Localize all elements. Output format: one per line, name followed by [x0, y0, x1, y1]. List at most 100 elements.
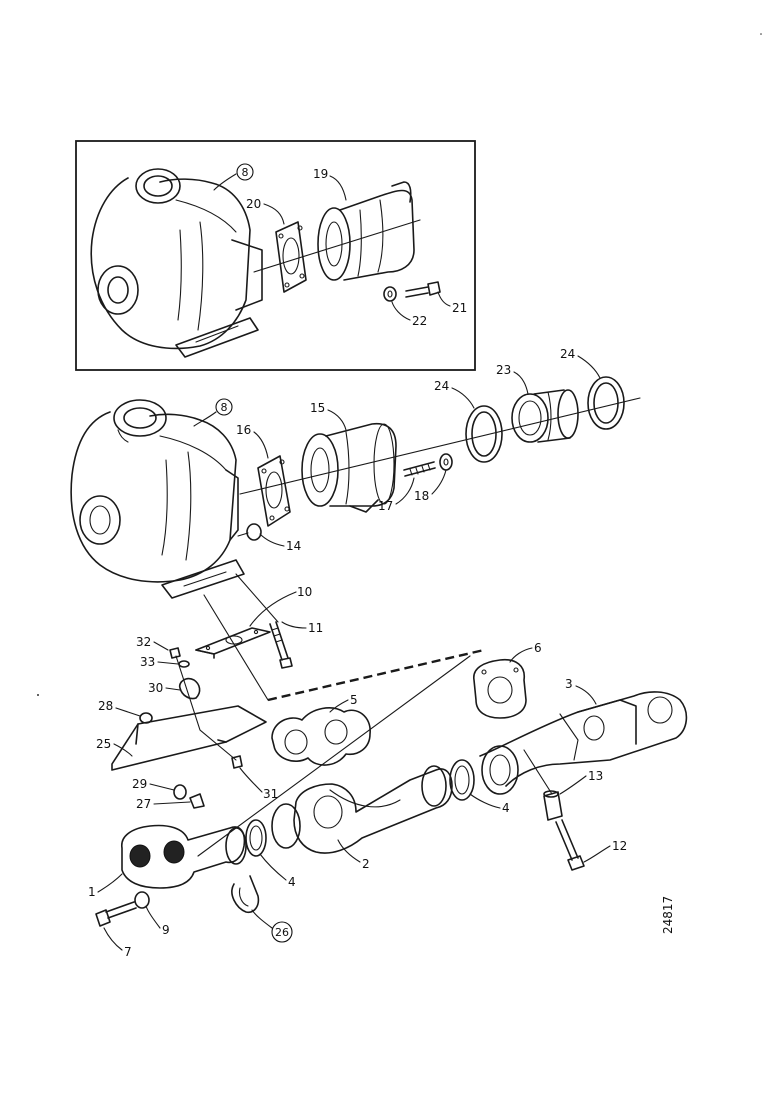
- callout-4-right: 4: [469, 793, 510, 815]
- callout-16: 16: [236, 423, 269, 459]
- callout-13: 13: [559, 769, 603, 795]
- svg-text:21: 21: [452, 301, 467, 315]
- svg-text:9: 9: [162, 923, 170, 937]
- gasket-6: [473, 658, 527, 719]
- svg-text:4: 4: [288, 875, 296, 889]
- callout-26: 26: [251, 909, 293, 943]
- sleeve-13: [543, 790, 563, 821]
- svg-text:16: 16: [236, 423, 251, 437]
- callout-23: 23: [496, 363, 529, 395]
- gasket-10: [195, 627, 271, 659]
- svg-text:22: 22: [412, 314, 427, 328]
- svg-text:30: 30: [148, 681, 163, 695]
- svg-text:14: 14: [286, 539, 301, 553]
- svg-text:17: 17: [378, 499, 393, 513]
- callout-25: 25: [96, 737, 133, 757]
- inset-washer-bolt: [383, 281, 441, 302]
- svg-text:5: 5: [350, 693, 358, 707]
- callout-8-main: 8: [193, 398, 233, 427]
- callout-15: 15: [310, 401, 347, 431]
- svg-text:31: 31: [263, 787, 278, 801]
- ring-4-right: [449, 759, 475, 801]
- callout-5: 5: [329, 693, 358, 713]
- turbocharger: [70, 399, 245, 599]
- callout-layer: 8 19 20 21 22 8 16 15: [88, 163, 627, 959]
- callout-29: 29: [132, 777, 175, 791]
- bolt-12: [523, 749, 585, 871]
- callout-28: 28: [98, 699, 141, 717]
- manifold-1: [121, 824, 247, 889]
- callout-20: 20: [246, 197, 285, 225]
- svg-text:11: 11: [308, 621, 323, 635]
- heat-shield-25: [111, 705, 267, 771]
- inset-frame: [75, 140, 476, 371]
- manifold-3: [479, 691, 688, 795]
- svg-text:2: 2: [362, 857, 370, 871]
- flange-axis: [203, 594, 269, 701]
- callout-7: 7: [103, 927, 132, 959]
- inset-turbocharger: [90, 168, 263, 358]
- bolt-7-washer-9: [95, 891, 150, 927]
- svg-text:32: 32: [136, 635, 151, 649]
- svg-text:4: 4: [502, 801, 510, 815]
- svg-text:25: 25: [96, 737, 111, 751]
- flange-axis-2: [235, 573, 279, 623]
- ring-24-left: [465, 405, 503, 463]
- ring-4-left: [245, 803, 301, 857]
- svg-text:20: 20: [246, 197, 261, 211]
- svg-text:8: 8: [221, 401, 228, 414]
- scan-speck: [37, 694, 39, 696]
- svg-text:8: 8: [242, 166, 249, 179]
- callout-1: 1: [88, 873, 123, 899]
- svg-text:10: 10: [297, 585, 312, 599]
- callout-11: 11: [281, 621, 323, 635]
- inset-elbow-19: [317, 181, 415, 281]
- svg-text:24: 24: [434, 379, 449, 393]
- callout-22: 22: [391, 301, 427, 328]
- small-fasteners: [139, 647, 243, 809]
- callout-3: 3: [565, 677, 597, 705]
- svg-text:19: 19: [313, 167, 328, 181]
- callout-21: 21: [437, 291, 467, 315]
- gasket-16: [257, 455, 291, 527]
- inset-gasket-20: [275, 221, 307, 293]
- lower-axis: [197, 655, 471, 857]
- plug-14: [237, 523, 262, 541]
- svg-text:6: 6: [534, 641, 542, 655]
- callout-24-left: 24: [434, 379, 475, 409]
- dashed-reference-line: [267, 648, 485, 702]
- callout-2: 2: [337, 839, 370, 871]
- clamp-26: [231, 875, 260, 914]
- callout-30: 30: [148, 681, 181, 695]
- callout-32: 32: [136, 635, 169, 651]
- svg-text:26: 26: [275, 926, 289, 939]
- callout-4-left: 4: [259, 853, 296, 889]
- inset-axis: [253, 219, 421, 273]
- callout-27: 27: [136, 797, 191, 811]
- callout-10: 10: [249, 585, 312, 627]
- svg-text:27: 27: [136, 797, 151, 811]
- sleeve-23: [511, 389, 579, 443]
- figure-code: 24817: [661, 896, 675, 934]
- callout-19: 19: [313, 167, 347, 201]
- callout-18: 18: [414, 469, 447, 503]
- bolt-11: [269, 621, 293, 669]
- svg-text:3: 3: [565, 677, 573, 691]
- callout-12: 12: [583, 839, 627, 863]
- callout-14: 14: [259, 533, 301, 553]
- svg-text:29: 29: [132, 777, 147, 791]
- svg-text:1: 1: [88, 885, 96, 899]
- svg-text:24817: 24817: [661, 896, 675, 934]
- callout-24-right: 24: [560, 347, 601, 379]
- callout-9: 9: [145, 905, 170, 937]
- scan-speck: [760, 33, 762, 35]
- gasket-5: [271, 707, 371, 766]
- callout-31: 31: [239, 767, 278, 801]
- svg-text:7: 7: [124, 945, 132, 959]
- svg-text:12: 12: [612, 839, 627, 853]
- callout-33: 33: [140, 655, 179, 669]
- svg-text:23: 23: [496, 363, 511, 377]
- svg-text:18: 18: [414, 489, 429, 503]
